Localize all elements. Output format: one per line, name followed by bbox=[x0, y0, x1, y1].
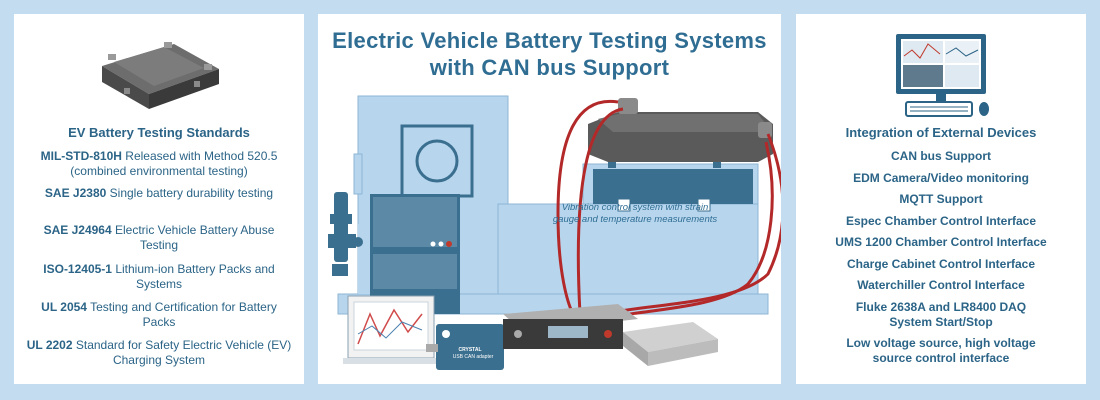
standard-item: SAE J2380 Single battery durability test… bbox=[44, 186, 274, 200]
integration-item: Low voltage source, high voltage source … bbox=[846, 336, 1036, 365]
integration-item: CAN bus Support bbox=[891, 149, 991, 163]
test-setup-illustration bbox=[328, 95, 781, 370]
standard-item: MIL-STD-810H Released with Method 520.5 … bbox=[40, 149, 278, 178]
integration-item: EDM Camera/Video monitoring bbox=[853, 170, 1029, 185]
adapter-brand: CRYSTAL bbox=[458, 347, 482, 353]
standards-panel: EV Battery Testing Standards MIL-STD-810… bbox=[14, 14, 304, 384]
vibration-annotation: Vibration control system with strain gau… bbox=[552, 202, 718, 225]
integration-title: Integration of External Devices bbox=[845, 125, 1037, 140]
adapter-label: USB CAN adapter bbox=[452, 354, 494, 360]
workstation-illustration bbox=[896, 34, 989, 117]
integration-item: MQTT Support bbox=[899, 192, 983, 206]
vibration-table bbox=[593, 156, 753, 212]
integration-panel: Integration of External Devices CAN bus … bbox=[796, 14, 1086, 384]
battery-pack-illustration bbox=[102, 42, 219, 109]
battery-under-test-icon bbox=[588, 98, 773, 162]
standard-item: ISO-12405-1 Lithium-ion Battery Packs an… bbox=[43, 262, 275, 291]
standard-item: SAE J24964 Electric Vehicle Battery Abus… bbox=[43, 223, 275, 252]
vibration-controller bbox=[503, 304, 638, 349]
standards-title: EV Battery Testing Standards bbox=[68, 125, 250, 140]
integration-list: CAN bus Support EDM Camera/Video monitor… bbox=[796, 149, 1086, 373]
computer-icon bbox=[896, 34, 989, 117]
standard-item: UL 2054 Testing and Certification for Ba… bbox=[41, 300, 277, 329]
control-cabinet bbox=[370, 194, 460, 314]
system-diagram-panel: Electric Vehicle Battery Testing Systems… bbox=[318, 14, 781, 384]
standard-item: UL 2202 Standard for Safety Electric Veh… bbox=[26, 338, 292, 367]
integration-item: Waterchiller Control Interface bbox=[857, 278, 1025, 292]
usb-can-adapter bbox=[426, 324, 504, 370]
integration-item: UMS 1200 Chamber Control Interface bbox=[835, 235, 1047, 249]
integration-item: Fluke 2638A and LR8400 DAQ System Start/… bbox=[855, 299, 1027, 329]
integration-item: Charge Cabinet Control Interface bbox=[846, 256, 1036, 271]
cable-harness bbox=[556, 99, 781, 320]
integration-item: Espec Chamber Control Interface bbox=[845, 213, 1037, 228]
daq-module bbox=[623, 322, 718, 366]
monitor-icon bbox=[343, 295, 439, 364]
valve-assembly bbox=[328, 192, 363, 276]
diagram-title: Electric Vehicle Battery Testing Systems… bbox=[332, 28, 767, 80]
battery-pack-icon bbox=[102, 42, 219, 109]
